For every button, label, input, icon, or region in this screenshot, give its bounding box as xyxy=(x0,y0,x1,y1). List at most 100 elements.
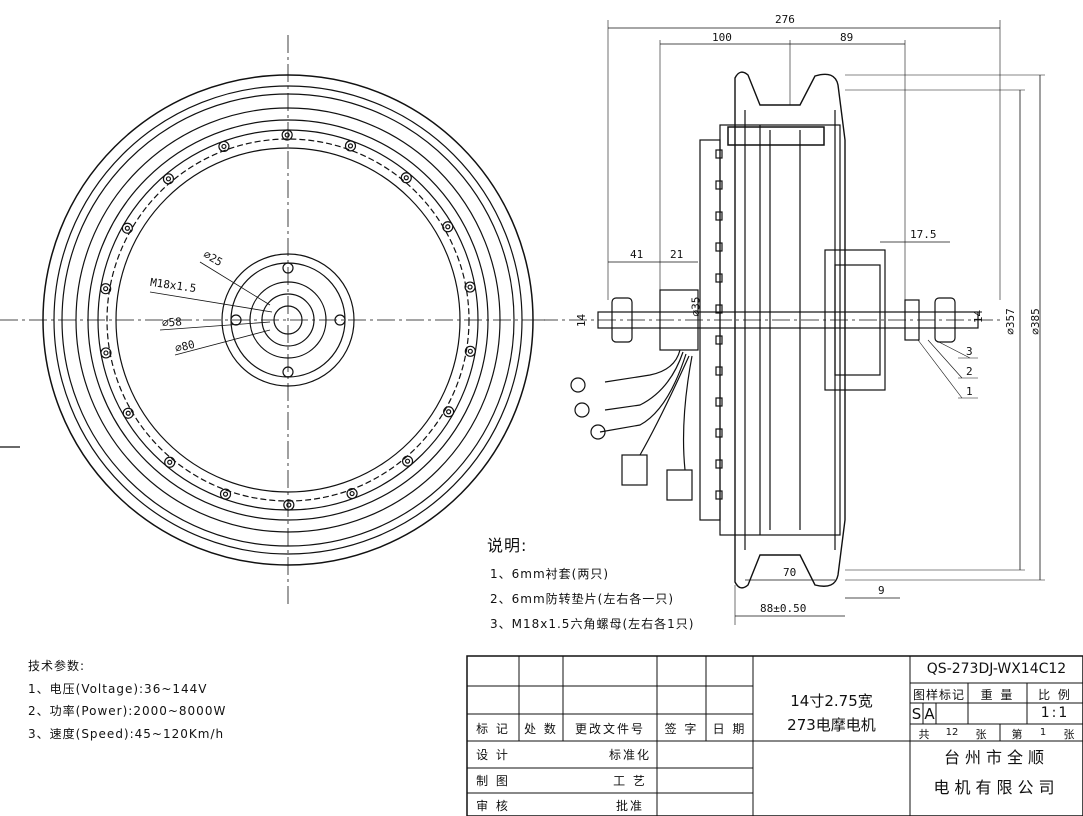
bolt-icon xyxy=(445,224,451,230)
bolt-icon xyxy=(349,490,355,497)
specs-title: 技术参数: xyxy=(28,659,86,673)
product-name-2: 273电摩电机 xyxy=(787,716,876,734)
title-block-lines xyxy=(466,655,1083,816)
bolt-icon xyxy=(165,176,172,182)
rev-header: 标 记 xyxy=(476,722,510,736)
sheet-unit-2: 张 xyxy=(1063,728,1077,741)
bolt-icon xyxy=(467,348,473,354)
bolt-icon xyxy=(404,458,411,464)
dim-rim-width: 88±0.50 xyxy=(760,602,807,615)
bolt-icon xyxy=(401,455,414,467)
spec-item: 1、电压(Voltage):36~144V xyxy=(28,682,208,696)
bolt-icon xyxy=(218,140,230,153)
dim-flat-left: 14 xyxy=(575,313,589,328)
bolt-icon xyxy=(347,143,354,149)
dim-overall: 276 xyxy=(775,13,795,26)
note-item: 3、M18x1.5六角螺母(左右各1只) xyxy=(490,617,695,631)
dim-axle-right: 17.5 xyxy=(910,228,937,241)
dim-axle-left: 41 xyxy=(630,248,644,261)
dim-rim-offset: 9 xyxy=(878,584,885,597)
side-studs xyxy=(715,149,723,500)
dim-axle-mid: 21 xyxy=(670,248,684,261)
bolt-icon xyxy=(281,129,293,141)
bolt-icon xyxy=(400,172,412,184)
bolt-icon xyxy=(446,409,452,415)
stud-mark xyxy=(715,366,723,376)
row-label: 审 核 xyxy=(476,799,510,813)
stud-mark xyxy=(715,397,723,407)
hub-bolt-icon xyxy=(282,366,294,378)
product-name-1: 14寸2.75宽 xyxy=(790,692,873,710)
sheet-no-label: 第 xyxy=(1011,728,1025,741)
note-item: 2、6mm防转垫片(左右各一只) xyxy=(490,592,675,606)
spec-item: 3、速度(Speed):45~120Km/h xyxy=(28,727,225,741)
sheet-no: 1 xyxy=(1039,727,1049,738)
dim-rim-inner: 70 xyxy=(783,566,797,579)
notes-title: 说明: xyxy=(487,536,528,555)
mid-label: 工 艺 xyxy=(613,774,647,788)
hub-bolt-icon xyxy=(282,262,294,274)
bolt-icon xyxy=(121,222,133,234)
dim-flat-right: 14 xyxy=(972,309,986,324)
bolt-icon xyxy=(103,350,109,356)
sheets-total-label: 共 xyxy=(918,728,932,741)
bolt-icon xyxy=(164,456,176,468)
dim-d385: ⌀385 xyxy=(1028,308,1042,335)
bolt-icon xyxy=(100,347,112,359)
company-name-1: 台州市全顺 xyxy=(943,748,1049,767)
dim-right: 89 xyxy=(840,31,854,44)
stud-mark xyxy=(715,180,723,190)
side-view xyxy=(540,20,1045,625)
mark-s: S xyxy=(911,705,922,723)
bolt-icon xyxy=(122,407,134,419)
mid-label: 标准化 xyxy=(608,748,651,762)
hub-bolt-icon xyxy=(230,314,242,326)
dim-d357: ⌀357 xyxy=(1003,308,1017,335)
callout-3: 3 xyxy=(966,345,973,358)
bolt-icon xyxy=(162,173,175,185)
stud-mark xyxy=(715,304,723,314)
bolt-icon xyxy=(124,225,130,231)
bolt-icon xyxy=(443,406,455,418)
sheet-unit: 张 xyxy=(975,728,989,741)
hub-bolt-icon xyxy=(334,314,346,326)
mark-a: A xyxy=(924,705,935,723)
scale-value: 1:1 xyxy=(1040,705,1070,721)
bolt-icon xyxy=(221,143,227,150)
bolt-icon xyxy=(100,283,112,295)
mark-label: 图样标记 xyxy=(912,688,965,702)
bolt-icon xyxy=(467,284,473,290)
rev-header: 处 数 xyxy=(524,722,558,736)
bolt-icon xyxy=(403,175,409,181)
stud-mark xyxy=(715,428,723,438)
stud-mark xyxy=(715,242,723,252)
rev-header: 签 字 xyxy=(664,722,699,736)
bolt-icon xyxy=(219,488,232,500)
row-label: 制 图 xyxy=(476,774,510,788)
stud-mark xyxy=(715,273,723,283)
rev-header: 日 期 xyxy=(712,722,747,736)
stud-mark xyxy=(715,335,723,345)
hub-bolts xyxy=(230,262,346,378)
row-label: 设 计 xyxy=(476,748,510,762)
spec-item: 2、功率(Power):2000~8000W xyxy=(28,704,227,718)
scale-label: 比 例 xyxy=(1038,688,1072,702)
bolt-icon xyxy=(284,132,290,138)
dim-left: 100 xyxy=(712,31,732,44)
callout-2: 2 xyxy=(966,365,973,378)
stud-mark xyxy=(715,490,723,500)
front-view xyxy=(0,35,545,605)
bolt-icon xyxy=(346,487,358,500)
stud-mark xyxy=(715,149,723,159)
callout-1: 1 xyxy=(966,385,973,398)
bolt-icon xyxy=(464,281,476,293)
drawing-number: QS-273DJ-WX14C12 xyxy=(926,661,1067,677)
stud-mark xyxy=(715,459,723,469)
dim-d58: ⌀58 xyxy=(161,315,183,330)
bolt-icon xyxy=(286,502,292,508)
rev-header: 更改文件号 xyxy=(574,722,645,736)
bolt-icon xyxy=(167,459,173,465)
sheets-total: 12 xyxy=(945,727,959,738)
bolt-icon xyxy=(103,286,109,292)
company-name-2: 电机有限公司 xyxy=(933,778,1060,797)
